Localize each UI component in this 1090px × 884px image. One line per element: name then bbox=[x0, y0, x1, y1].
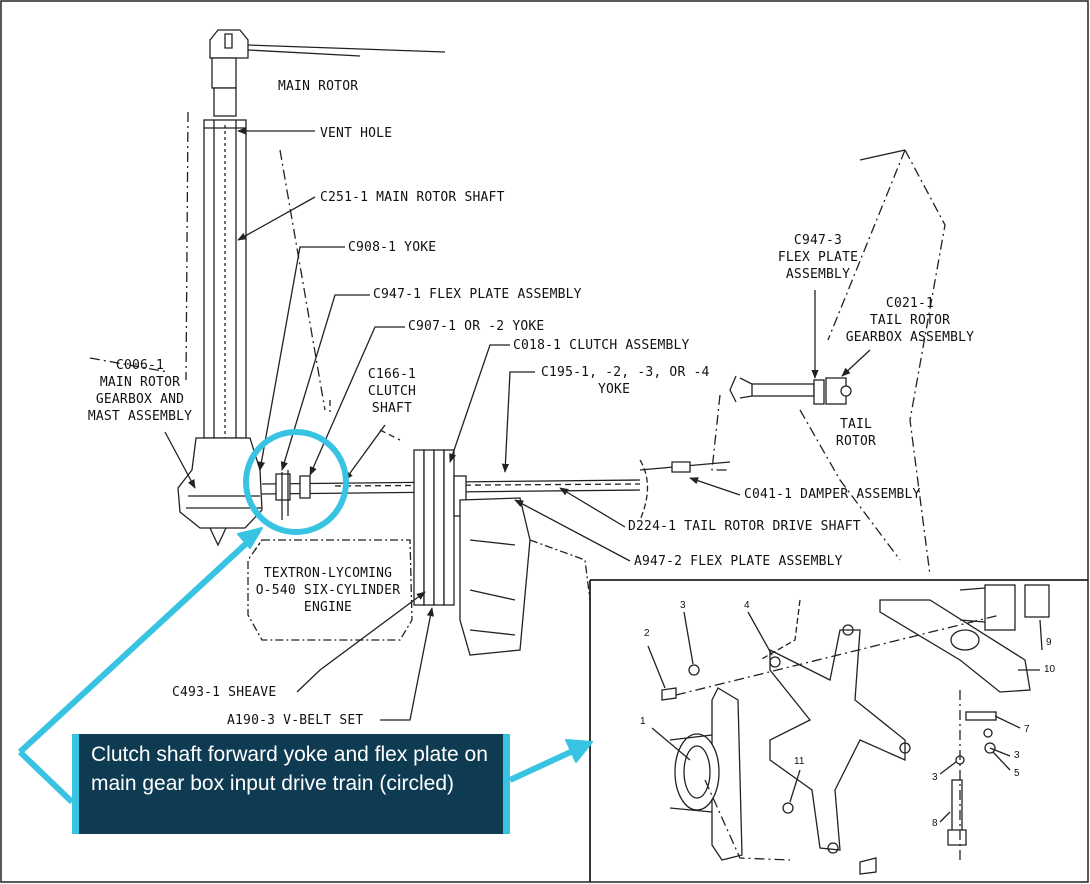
label-engine-line3: ENGINE bbox=[303, 600, 353, 615]
label-engine-line1: TEXTRON-LYCOMING bbox=[263, 566, 393, 581]
label-sheave: C493-1 SHEAVE bbox=[172, 685, 277, 700]
highlight-arrow-right bbox=[508, 747, 577, 783]
label-gearbox-line3: GEARBOX AND bbox=[95, 392, 185, 407]
label-vent-hole: VENT HOLE bbox=[320, 126, 393, 141]
leader-lines bbox=[164, 127, 1043, 823]
label-c195-yoke-line2: YOKE bbox=[598, 382, 631, 397]
detail-number-7: 7 bbox=[1024, 724, 1030, 735]
label-gearbox-line4: MAST ASSEMBLY bbox=[87, 409, 193, 424]
detail-number-11: 11 bbox=[794, 756, 805, 767]
label-c947-3-line1: C947-3 bbox=[793, 233, 843, 248]
label-c907-yoke: C907-1 OR -2 YOKE bbox=[408, 319, 545, 334]
detail-number-4: 4 bbox=[744, 600, 750, 611]
label-c947-3-line2: FLEX PLATE bbox=[777, 250, 859, 265]
detail-number-9: 9 bbox=[1046, 637, 1052, 648]
caption-box: Clutch shaft forward yoke and flex plate… bbox=[72, 734, 510, 834]
label-engine-line2: O-540 SIX-CYLINDER bbox=[255, 583, 401, 598]
label-c908-yoke: C908-1 YOKE bbox=[348, 240, 437, 255]
detail-number-3c: 3 bbox=[932, 772, 938, 783]
label-clutch-shaft-line1: C166-1 bbox=[367, 367, 417, 382]
detail-number-5: 5 bbox=[1014, 768, 1020, 779]
label-tail-gearbox-line2: TAIL ROTOR bbox=[869, 313, 951, 328]
label-a947-flex-plate: A947-2 FLEX PLATE ASSEMBLY bbox=[634, 554, 843, 569]
engine-outline bbox=[247, 400, 591, 641]
label-tail-rotor-line1: TAIL bbox=[839, 417, 873, 432]
highlight-annotation bbox=[17, 429, 593, 805]
caption-text: Clutch shaft forward yoke and flex plate… bbox=[91, 743, 488, 795]
detail-number-1: 1 bbox=[640, 716, 646, 727]
tail-rotor-section bbox=[639, 149, 946, 576]
label-vbelt-set: A190-3 V-BELT SET bbox=[227, 713, 364, 728]
detail-number-10: 10 bbox=[1044, 664, 1056, 675]
label-clutch-shaft-line2: CLUTCH bbox=[367, 384, 417, 399]
highlight-arrow-up bbox=[17, 537, 253, 755]
label-c947-1-flex-plate: C947-1 FLEX PLATE ASSEMBLY bbox=[373, 287, 582, 302]
label-tail-gearbox-line1: C021-1 bbox=[885, 296, 935, 311]
label-damper-assembly: C041-1 DAMPER ASSEMBLY bbox=[744, 487, 921, 502]
detail-number-3b: 3 bbox=[1014, 750, 1020, 761]
label-main-rotor: MAIN ROTOR bbox=[278, 79, 359, 94]
label-clutch-assembly: C018-1 CLUTCH ASSEMBLY bbox=[513, 338, 690, 353]
label-gearbox-line1: C006-1 bbox=[115, 358, 165, 373]
label-c947-3-line3: ASSEMBLY bbox=[785, 267, 851, 282]
detail-number-8: 8 bbox=[932, 818, 938, 829]
clutch-assembly-sheaves bbox=[413, 449, 531, 656]
highlight-circle bbox=[243, 429, 349, 535]
label-clutch-shaft-line3: SHAFT bbox=[371, 401, 413, 416]
label-gearbox-line2: MAIN ROTOR bbox=[99, 375, 181, 390]
detail-number-3a: 3 bbox=[680, 600, 686, 611]
label-tail-gearbox-line3: GEARBOX ASSEMBLY bbox=[845, 330, 975, 345]
detail-flex-plate-exploded bbox=[661, 584, 1050, 875]
detail-number-2: 2 bbox=[644, 628, 650, 639]
main-rotor-mast bbox=[89, 29, 446, 547]
label-tail-rotor-drive-shaft: D224-1 TAIL ROTOR DRIVE SHAFT bbox=[628, 519, 861, 534]
label-tail-rotor-line2: ROTOR bbox=[835, 434, 877, 449]
label-main-rotor-shaft: C251-1 MAIN ROTOR SHAFT bbox=[320, 190, 505, 205]
label-c195-yoke-line1: C195-1, -2, -3, OR -4 bbox=[541, 365, 710, 380]
